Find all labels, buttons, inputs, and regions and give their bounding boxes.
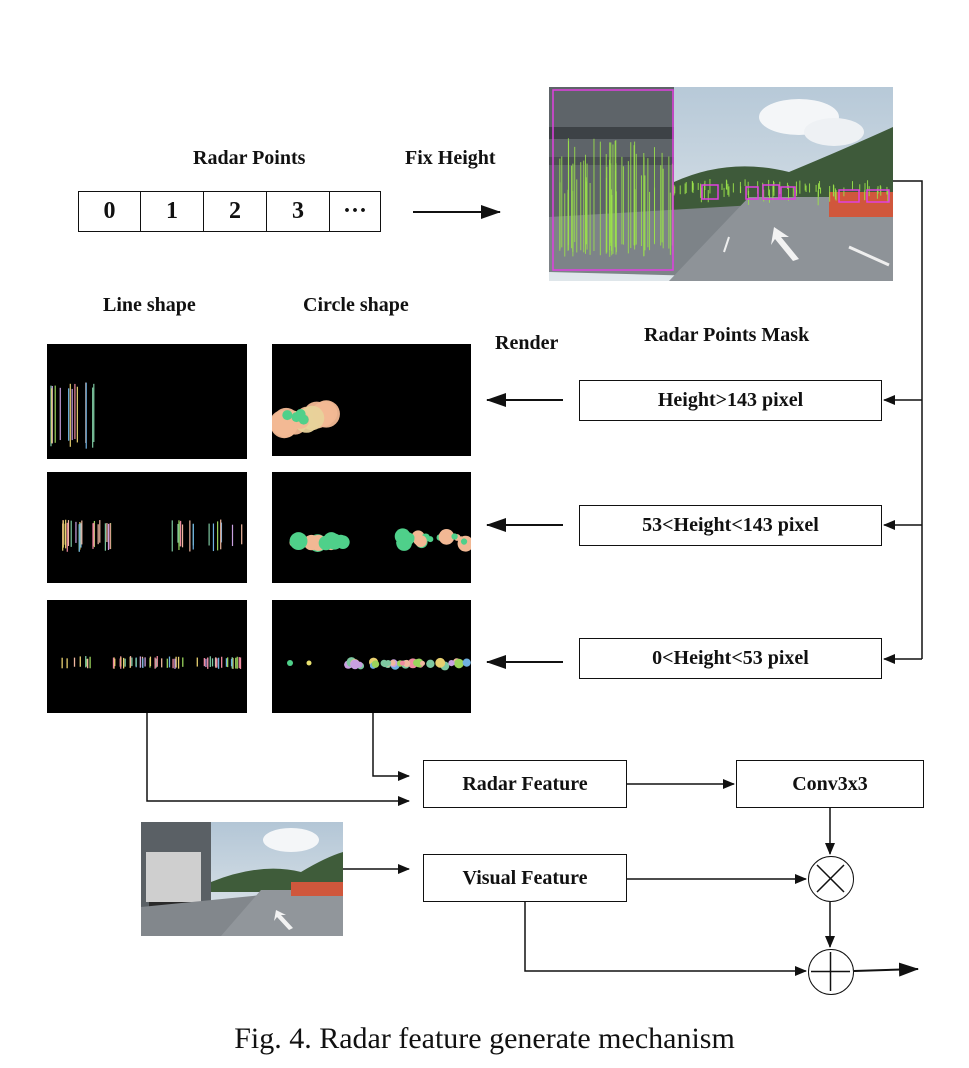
- radar-points-mask-label: Radar Points Mask: [644, 324, 810, 346]
- circle-shape-label: Circle shape: [303, 294, 409, 316]
- mask-mid-box: 53<Height<143 pixel: [579, 505, 882, 546]
- mask-low-box: 0<Height<53 pixel: [579, 638, 882, 679]
- figure-caption: Fig. 4. Radar feature generate mechanism: [234, 1022, 735, 1055]
- visual-feature-block: Visual Feature: [423, 854, 627, 902]
- circle-shape-panel-high: [272, 344, 471, 456]
- radar-points-array: 0 1 2 3 ···: [78, 191, 381, 232]
- multiply-operator: [808, 856, 854, 902]
- circle-shape-panel-low: [272, 600, 471, 713]
- mask-high-box: Height>143 pixel: [579, 380, 882, 421]
- render-label: Render: [495, 332, 559, 354]
- circle-shape-panel-mid: [272, 472, 471, 583]
- radar-cell-0: 0: [79, 192, 141, 231]
- line-shape-panel-mid: [47, 472, 247, 583]
- conv3x3-block: Conv3x3: [736, 760, 924, 808]
- radar-cell-1: 1: [141, 192, 204, 231]
- fix-height-label: Fix Height: [405, 147, 496, 169]
- radar-cell-ellipsis: ···: [342, 198, 367, 224]
- radar-cell-2: 2: [204, 192, 267, 231]
- camera-image-with-radar: [549, 87, 893, 281]
- radar-points-label: Radar Points: [193, 147, 306, 169]
- radar-cell-3: 3: [267, 192, 330, 231]
- line-shape-label: Line shape: [103, 294, 196, 316]
- input-camera-image: [141, 822, 343, 936]
- add-operator: [808, 949, 854, 995]
- line-shape-panel-low: [47, 600, 247, 713]
- radar-feature-block: Radar Feature: [423, 760, 627, 808]
- line-shape-panel-high: [47, 344, 247, 459]
